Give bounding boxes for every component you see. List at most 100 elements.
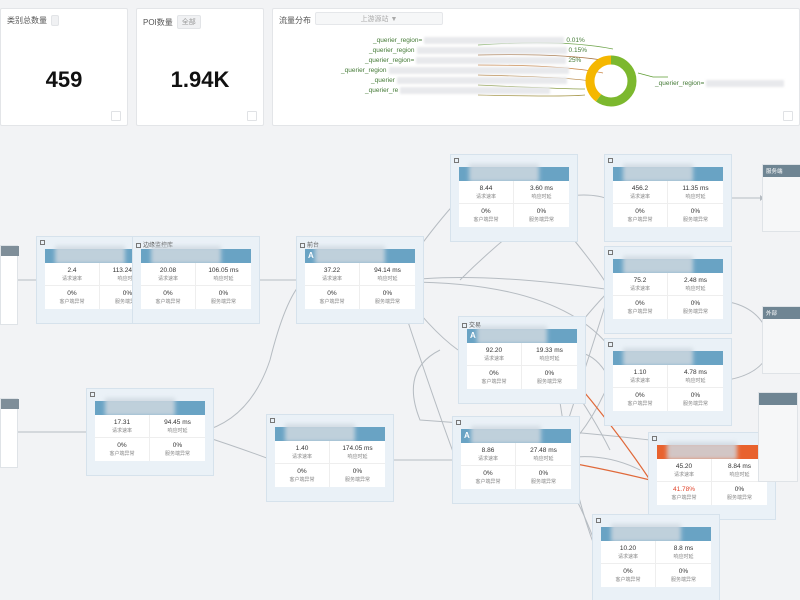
node-header[interactable]: A — [461, 426, 571, 444]
node-header[interactable] — [95, 398, 205, 416]
checkbox-icon[interactable] — [454, 158, 459, 163]
stat-title: POI数量 全部 — [143, 15, 201, 29]
legend-item: _querier — [371, 76, 569, 85]
legend-item: _querier_region — [341, 66, 571, 75]
side-box-server[interactable]: 服务端 — [762, 164, 800, 232]
checkbox-icon[interactable] — [40, 240, 45, 245]
checkbox-icon[interactable] — [300, 242, 305, 248]
stat-card-total: 类别总数量 459 — [0, 8, 128, 126]
stat-filter-tag[interactable] — [51, 15, 59, 26]
node-header[interactable] — [45, 246, 155, 264]
metric-server-error: 0%服务端异常 — [374, 290, 400, 305]
stat-filter-tag[interactable]: 全部 — [176, 15, 201, 29]
checkbox-icon[interactable] — [608, 158, 613, 163]
metric-server-error: 0%服务端异常 — [682, 208, 708, 223]
checkbox-icon[interactable] — [596, 518, 601, 523]
checkbox-icon[interactable] — [608, 342, 613, 347]
node-label — [90, 392, 97, 398]
metric-user-error: 0%客户端异常 — [613, 204, 668, 227]
node-stub[interactable] — [0, 245, 19, 325]
node-label — [608, 250, 615, 256]
node-header[interactable] — [613, 256, 723, 274]
checkbox-icon[interactable] — [652, 436, 657, 441]
resize-handle-icon[interactable] — [783, 111, 793, 121]
metric-server-error: 0%服务端异常 — [344, 468, 370, 483]
node-header[interactable]: A — [467, 326, 577, 344]
node-header[interactable] — [459, 164, 569, 182]
metric-user-error: 0%客户端异常 — [45, 286, 100, 309]
donut-callout: _querier_region= — [655, 79, 786, 88]
side-box-external[interactable]: 外部 — [762, 306, 800, 374]
node-label — [454, 158, 461, 164]
node-label — [608, 158, 615, 164]
node-header[interactable] — [275, 424, 385, 442]
metric-user-error: 0%客户端异常 — [275, 464, 330, 487]
checkbox-icon[interactable] — [456, 420, 461, 425]
node-header[interactable] — [141, 246, 251, 264]
traffic-donut-chart[interactable] — [581, 51, 641, 111]
legend-item: _querier_region=25% — [365, 57, 582, 64]
source-select[interactable]: 上游源站 ▼ — [315, 12, 443, 25]
node-header[interactable] — [657, 442, 767, 460]
metric-server-error: 0%服务端异常 — [164, 442, 190, 457]
resize-handle-icon[interactable] — [111, 111, 121, 121]
metric-user-error: 41.78%客户端异常 — [657, 482, 712, 505]
checkbox-icon[interactable] — [270, 418, 275, 423]
distribution-card: 流量分布 上游源站 ▼ _querier_region=0.01% _queri… — [272, 8, 800, 126]
resize-handle-icon[interactable] — [247, 111, 257, 121]
node-header[interactable] — [601, 524, 711, 542]
node-header[interactable] — [613, 164, 723, 182]
node-label — [608, 342, 615, 348]
checkbox-icon[interactable] — [90, 392, 95, 397]
metric-server-error: 0%服务端异常 — [536, 370, 562, 385]
metric-server-error: 0%服务端异常 — [530, 470, 556, 485]
node-header[interactable] — [613, 348, 723, 366]
checkbox-icon[interactable] — [608, 250, 613, 255]
node-header[interactable]: A — [305, 246, 415, 264]
donut-slice-yellow — [585, 55, 637, 107]
node-stub[interactable] — [0, 398, 19, 468]
metric-server-error: 0%服务端异常 — [682, 300, 708, 315]
checkbox-icon[interactable] — [136, 242, 141, 248]
side-box-extra[interactable] — [758, 392, 798, 482]
checkbox-icon[interactable] — [462, 322, 467, 328]
metric-user-error: 0%客户端异常 — [601, 564, 656, 587]
